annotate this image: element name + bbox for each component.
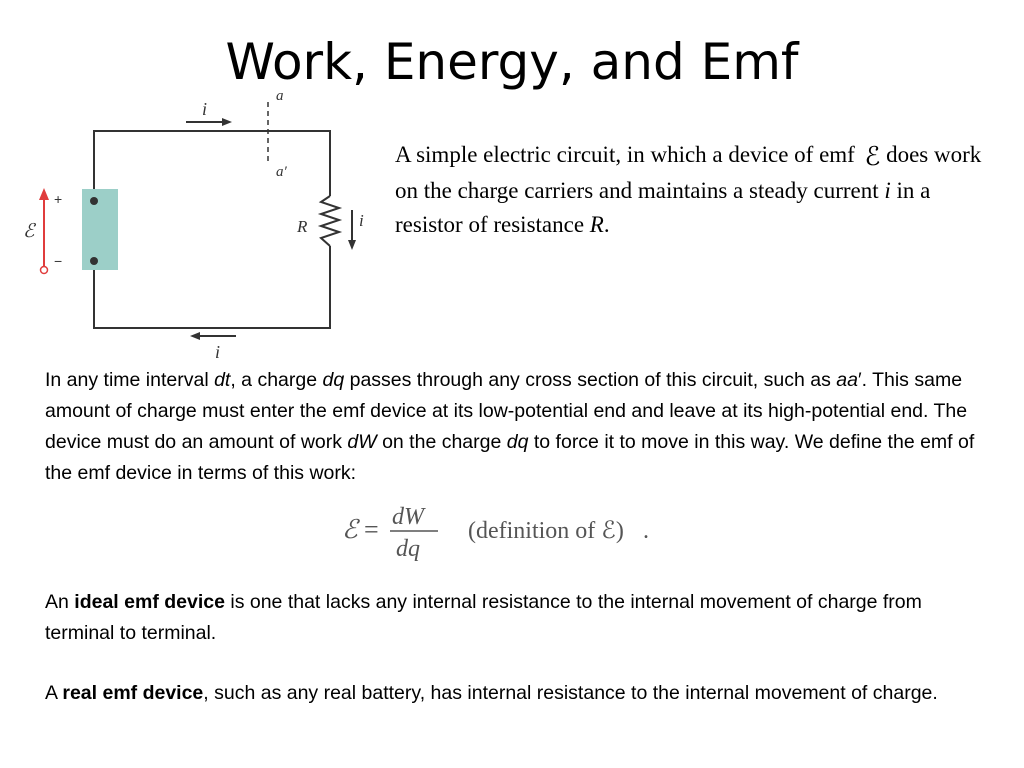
var-dt: dt	[214, 369, 231, 391]
paragraph-real-emf: A real emf device, such as any real batt…	[45, 678, 985, 709]
text: In any time interval	[45, 369, 215, 391]
caption-text: does work on the charge carriers and mai…	[395, 142, 982, 203]
var-dW: dW	[347, 431, 377, 453]
emf-formula: ℰ = dW dq (definition of ℰ) .	[342, 504, 649, 562]
var-dq: dq	[322, 369, 345, 391]
formula-equals: =	[364, 515, 379, 544]
circuit-diagram: i a a′ R i i ℰ + −	[23, 88, 364, 362]
formula-period: .	[643, 518, 649, 544]
caption-var-i: i	[884, 178, 891, 203]
label-R: R	[296, 217, 308, 236]
text: A	[45, 682, 63, 704]
emf-device	[82, 189, 118, 270]
term-real-emf-device: real emf device	[62, 682, 204, 704]
figure-caption: A simple electric circuit, in which a de…	[395, 138, 995, 242]
text: is one that lacks any internal resistanc…	[45, 591, 922, 644]
terminal-negative	[90, 257, 98, 265]
text: An	[45, 591, 75, 613]
term-ideal-emf-device: ideal emf device	[74, 591, 225, 613]
label-i-bottom: i	[215, 342, 220, 362]
formula-denominator: dq	[396, 536, 420, 562]
text: to force it to move in this way. We defi…	[45, 431, 975, 484]
text: , such as any real battery, has internal…	[203, 682, 938, 704]
label-minus: −	[54, 253, 62, 269]
caption-text: in a resistor of resistance	[395, 178, 931, 237]
text: on the charge	[376, 431, 507, 453]
label-emf: ℰ	[23, 221, 37, 242]
text: ′. This same amount of charge must enter…	[45, 369, 968, 453]
caption-text: A simple electric circuit, in which a de…	[395, 142, 861, 167]
label-i-top: i	[202, 99, 207, 119]
caption-var-R: R	[589, 212, 604, 237]
slide-title: Work, Energy, and Emf	[225, 33, 799, 91]
formula-lhs: ℰ	[342, 515, 360, 544]
emf-arrow-head	[39, 188, 49, 200]
paragraph-emf-definition: In any time interval dt, a charge dq pas…	[45, 365, 985, 489]
emf-arrow-tail	[39, 265, 49, 275]
var-dq: dq	[506, 431, 529, 453]
paragraph-ideal-emf: An ideal emf device is one that lacks an…	[45, 587, 985, 649]
label-i-right: i	[359, 211, 364, 230]
formula-definition: (definition of ℰ)	[468, 518, 624, 544]
text: , a charge	[230, 369, 323, 391]
terminal-positive	[90, 197, 98, 205]
label-a-prime: a′	[276, 164, 288, 180]
circuit-wires	[93, 130, 331, 329]
text: passes through any cross section of this…	[344, 369, 837, 391]
formula-numerator: dW	[392, 504, 426, 530]
resistor-symbol	[317, 195, 343, 247]
label-plus: +	[54, 191, 62, 207]
var-aa: aa	[836, 369, 858, 391]
label-a: a	[276, 88, 284, 104]
emf-symbol: ℰ	[864, 142, 881, 171]
caption-text: .	[603, 212, 610, 237]
